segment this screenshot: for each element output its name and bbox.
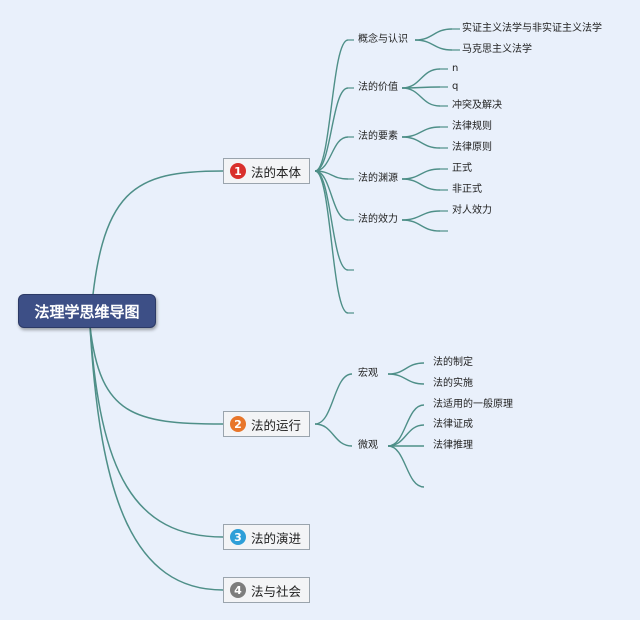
topic-macro[interactable]: 宏观 <box>358 368 378 379</box>
operation-leaf-connector <box>387 362 425 375</box>
ontology-topic-connector <box>314 39 349 172</box>
branch-label: 法的运行 <box>251 417 302 433</box>
root-branch-connector <box>89 325 224 591</box>
ontology-topic-connector <box>314 136 349 172</box>
branch-evolution[interactable]: 3 法的演进 <box>223 524 311 550</box>
topic-micro[interactable]: 微观 <box>358 440 378 451</box>
operation-leaf-connector <box>387 373 425 385</box>
leaf-positivism[interactable]: 实证主义法学与非实证主义法学 <box>462 23 602 34</box>
operation-leaf-connector <box>387 424 425 447</box>
branch-label: 法的本体 <box>251 164 302 180</box>
ontology-leaf-connector <box>401 87 441 107</box>
root-branch-connector <box>89 325 224 538</box>
root-node[interactable]: 法理学思维导图 <box>18 294 156 328</box>
ontology-leaf-connector <box>401 178 441 191</box>
ontology-leaf-connector <box>401 126 441 138</box>
topic-concept[interactable]: 概念与认识 <box>358 34 408 45</box>
ontology-leaf-connector <box>401 136 441 149</box>
branch-ontology[interactable]: 1 法的本体 <box>223 158 311 184</box>
ontology-leaf-connector <box>414 39 453 51</box>
root-branch-connector <box>89 170 224 327</box>
operation-topic-connector <box>314 423 353 447</box>
leaf-lawmaking[interactable]: 法的制定 <box>433 357 473 368</box>
branch-number-badge: 4 <box>230 582 246 598</box>
ontology-topic-connector <box>314 170 349 221</box>
leaf-principles[interactable]: 法律原则 <box>452 142 492 153</box>
branch-label: 法与社会 <box>251 583 302 599</box>
ontology-leaf-connector <box>414 28 453 41</box>
branch-number-badge: 2 <box>230 416 246 432</box>
leaf-rules[interactable]: 法律规则 <box>452 121 492 132</box>
leaf-application-principles[interactable]: 法适用的一般原理 <box>433 399 513 410</box>
leaf-marxism[interactable]: 马克思主义法学 <box>462 44 532 55</box>
ontology-leaf-connector <box>401 68 441 89</box>
ontology-topic-connector <box>314 87 349 172</box>
leaf-informal[interactable]: 非正式 <box>452 184 482 195</box>
leaf-n[interactable]: n <box>452 63 459 74</box>
branch-number-badge: 1 <box>230 163 246 179</box>
leaf-reasoning[interactable]: 法律推理 <box>433 440 473 451</box>
root-label: 法理学思维导图 <box>34 302 140 321</box>
branch-society[interactable]: 4 法与社会 <box>223 577 311 603</box>
topic-sources[interactable]: 法的渊源 <box>358 173 398 184</box>
topic-value[interactable]: 法的价值 <box>358 82 398 93</box>
operation-topic-connector <box>314 373 353 425</box>
leaf-conflict[interactable]: 冲突及解决 <box>452 100 502 111</box>
leaf-formal[interactable]: 正式 <box>452 163 472 174</box>
ontology-leaf-connector <box>401 168 441 180</box>
ontology-leaf-connector <box>401 210 441 221</box>
leaf-personal-effect[interactable]: 对人效力 <box>452 205 492 216</box>
operation-leaf-connector <box>387 445 425 488</box>
topic-effect[interactable]: 法的效力 <box>358 214 398 225</box>
ontology-topic-connector <box>314 170 349 271</box>
topic-elements[interactable]: 法的要素 <box>358 131 398 142</box>
branch-number-badge: 3 <box>230 529 246 545</box>
leaf-q[interactable]: q <box>452 81 459 92</box>
ontology-leaf-connector <box>401 219 441 232</box>
ontology-topic-connector <box>314 170 349 314</box>
branch-operation[interactable]: 2 法的运行 <box>223 411 311 437</box>
leaf-justification[interactable]: 法律证成 <box>433 419 473 430</box>
root-branch-connector <box>89 325 224 425</box>
branch-label: 法的演进 <box>251 530 302 546</box>
leaf-implementation[interactable]: 法的实施 <box>433 378 473 389</box>
